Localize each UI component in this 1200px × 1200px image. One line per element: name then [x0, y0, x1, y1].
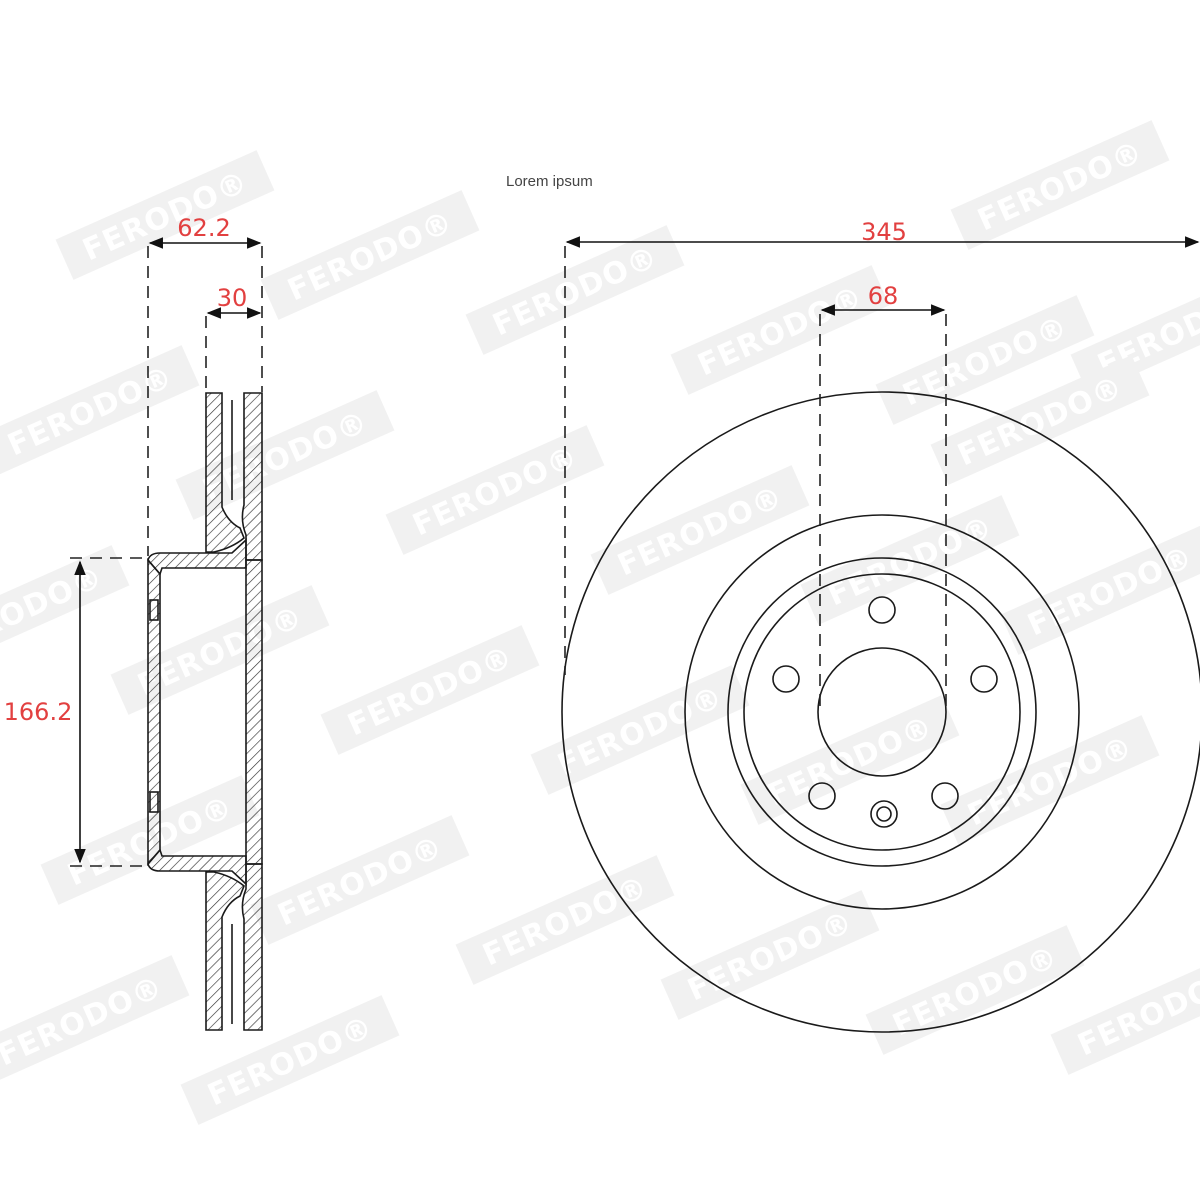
locator-hole — [870, 800, 898, 828]
side-section-view — [147, 392, 263, 1031]
outer-ring-upper-section — [205, 392, 245, 553]
watermark-text: FERODO® — [553, 679, 729, 783]
locator-hole-inner — [876, 806, 892, 822]
watermark-strip: FERODO® — [110, 585, 330, 715]
watermark-text: FERODO® — [203, 1009, 379, 1113]
watermark-strip: FERODO® — [0, 955, 190, 1085]
watermark-strip: FERODO® — [0, 345, 200, 475]
watermark-strip: FERODO® — [940, 715, 1160, 845]
front-view — [561, 391, 1200, 1033]
flange-slot — [149, 599, 159, 621]
bolt-hole — [808, 782, 836, 810]
watermark-strip: FERODO® — [260, 190, 480, 320]
watermark-text: FERODO® — [763, 709, 939, 813]
inner-ring-upper-section — [241, 392, 263, 561]
disc-thickness-label: 30 — [217, 284, 248, 312]
center-bore-label: 68 — [868, 282, 899, 310]
watermark-strip: FERODO® — [320, 625, 540, 755]
hat-diameter-label: 166.2 — [4, 698, 73, 726]
watermark-text: FERODO® — [973, 134, 1149, 238]
side-view-dimensions: 62.2 30 166.2 — [4, 214, 263, 867]
bolt-hole — [772, 665, 800, 693]
outer-ring-lower-section — [205, 871, 245, 1031]
watermark-text: FERODO® — [478, 869, 654, 973]
hat-face-edge — [743, 573, 1021, 851]
disc-web-section — [245, 559, 263, 865]
watermark-text: FERODO® — [693, 279, 869, 383]
disc-diameter-label: 345 — [861, 218, 907, 246]
hat-outer-edge — [727, 557, 1037, 867]
watermark-strip: FERODO® — [0, 545, 130, 675]
bolt-hole — [970, 665, 998, 693]
watermark-text: FERODO® — [683, 904, 859, 1008]
friction-ring-inner-edge — [684, 514, 1080, 910]
watermark-strip: FERODO® — [670, 265, 890, 395]
watermark-text: FERODO® — [283, 204, 459, 308]
watermark-strip: FERODO® — [250, 815, 470, 945]
disc-outer-edge — [561, 391, 1200, 1033]
watermark-text: FERODO® — [273, 829, 449, 933]
watermark-strip: FERODO® — [455, 855, 675, 985]
watermark-strip: FERODO® — [465, 225, 685, 355]
watermark-text: FERODO® — [613, 479, 789, 583]
watermark-strip: FERODO® — [55, 150, 275, 280]
watermark-text: FERODO® — [488, 239, 664, 343]
watermark-strip: FERODO® — [660, 890, 880, 1020]
watermark-text: FERODO® — [1073, 959, 1200, 1063]
bolt-hole — [931, 782, 959, 810]
watermark-strip: FERODO® — [950, 120, 1170, 250]
bolt-hole — [868, 596, 896, 624]
overall-thickness-label: 62.2 — [177, 214, 230, 242]
watermark-text: FERODO® — [1023, 539, 1199, 643]
flange-slot — [149, 791, 159, 813]
watermark-text: FERODO® — [963, 729, 1139, 833]
watermark-text: FERODO® — [408, 439, 584, 543]
watermark-text: FERODO® — [3, 359, 179, 463]
watermark-strip: FERODO® — [1000, 525, 1200, 655]
watermark-text: FERODO® — [198, 404, 374, 508]
ferodo-watermark-pattern: FERODO®FERODO®FERODO®FERODO®FERODO®FEROD… — [0, 120, 1200, 1125]
inner-ring-lower-section — [241, 863, 263, 1031]
watermark-strip: FERODO® — [590, 465, 810, 595]
hat-wall-lower-section — [147, 848, 247, 886]
watermark-strip: FERODO® — [740, 695, 960, 825]
drawing-caption: Lorem ipsum — [506, 173, 593, 190]
center-bore — [817, 647, 947, 777]
front-view-dimensions: 345 68 — [564, 218, 1200, 712]
watermark-text: FERODO® — [343, 639, 519, 743]
watermark-strip: FERODO® — [385, 425, 605, 555]
hat-wall-upper-section — [147, 538, 247, 576]
